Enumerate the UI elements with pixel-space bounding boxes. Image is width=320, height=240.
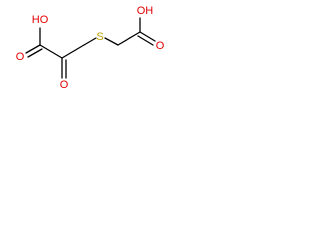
atom-oh-left: HO [32, 14, 49, 26]
bonds [25, 17, 156, 79]
molecule-diagram: HO O O S OH O [0, 0, 197, 116]
atom-oh-right: OH [137, 5, 154, 17]
atom-o-left-carbonyl: O [16, 51, 25, 63]
atom-o-ketone: O [60, 79, 69, 91]
bond-c1-c2 [39, 44, 63, 59]
bond-c2-c3 [61, 44, 85, 59]
atom-sulfur: S [96, 31, 103, 43]
bond-c5-o-double-b [137, 35, 154, 46]
bond-c5-o-double-a [139, 31, 156, 42]
atom-labels: HO O O S OH O [16, 5, 165, 91]
structure-svg: HO O O S OH O [16, 5, 165, 91]
bond-c1-o-double-a [25, 44, 41, 54]
bond-s-c4 [104, 37, 119, 46]
bond-c3-s [83, 37, 97, 46]
atom-o-right-carbonyl: O [156, 40, 165, 52]
bond-c4-c5 [117, 31, 141, 46]
bond-c1-o-double-b [27, 48, 43, 58]
